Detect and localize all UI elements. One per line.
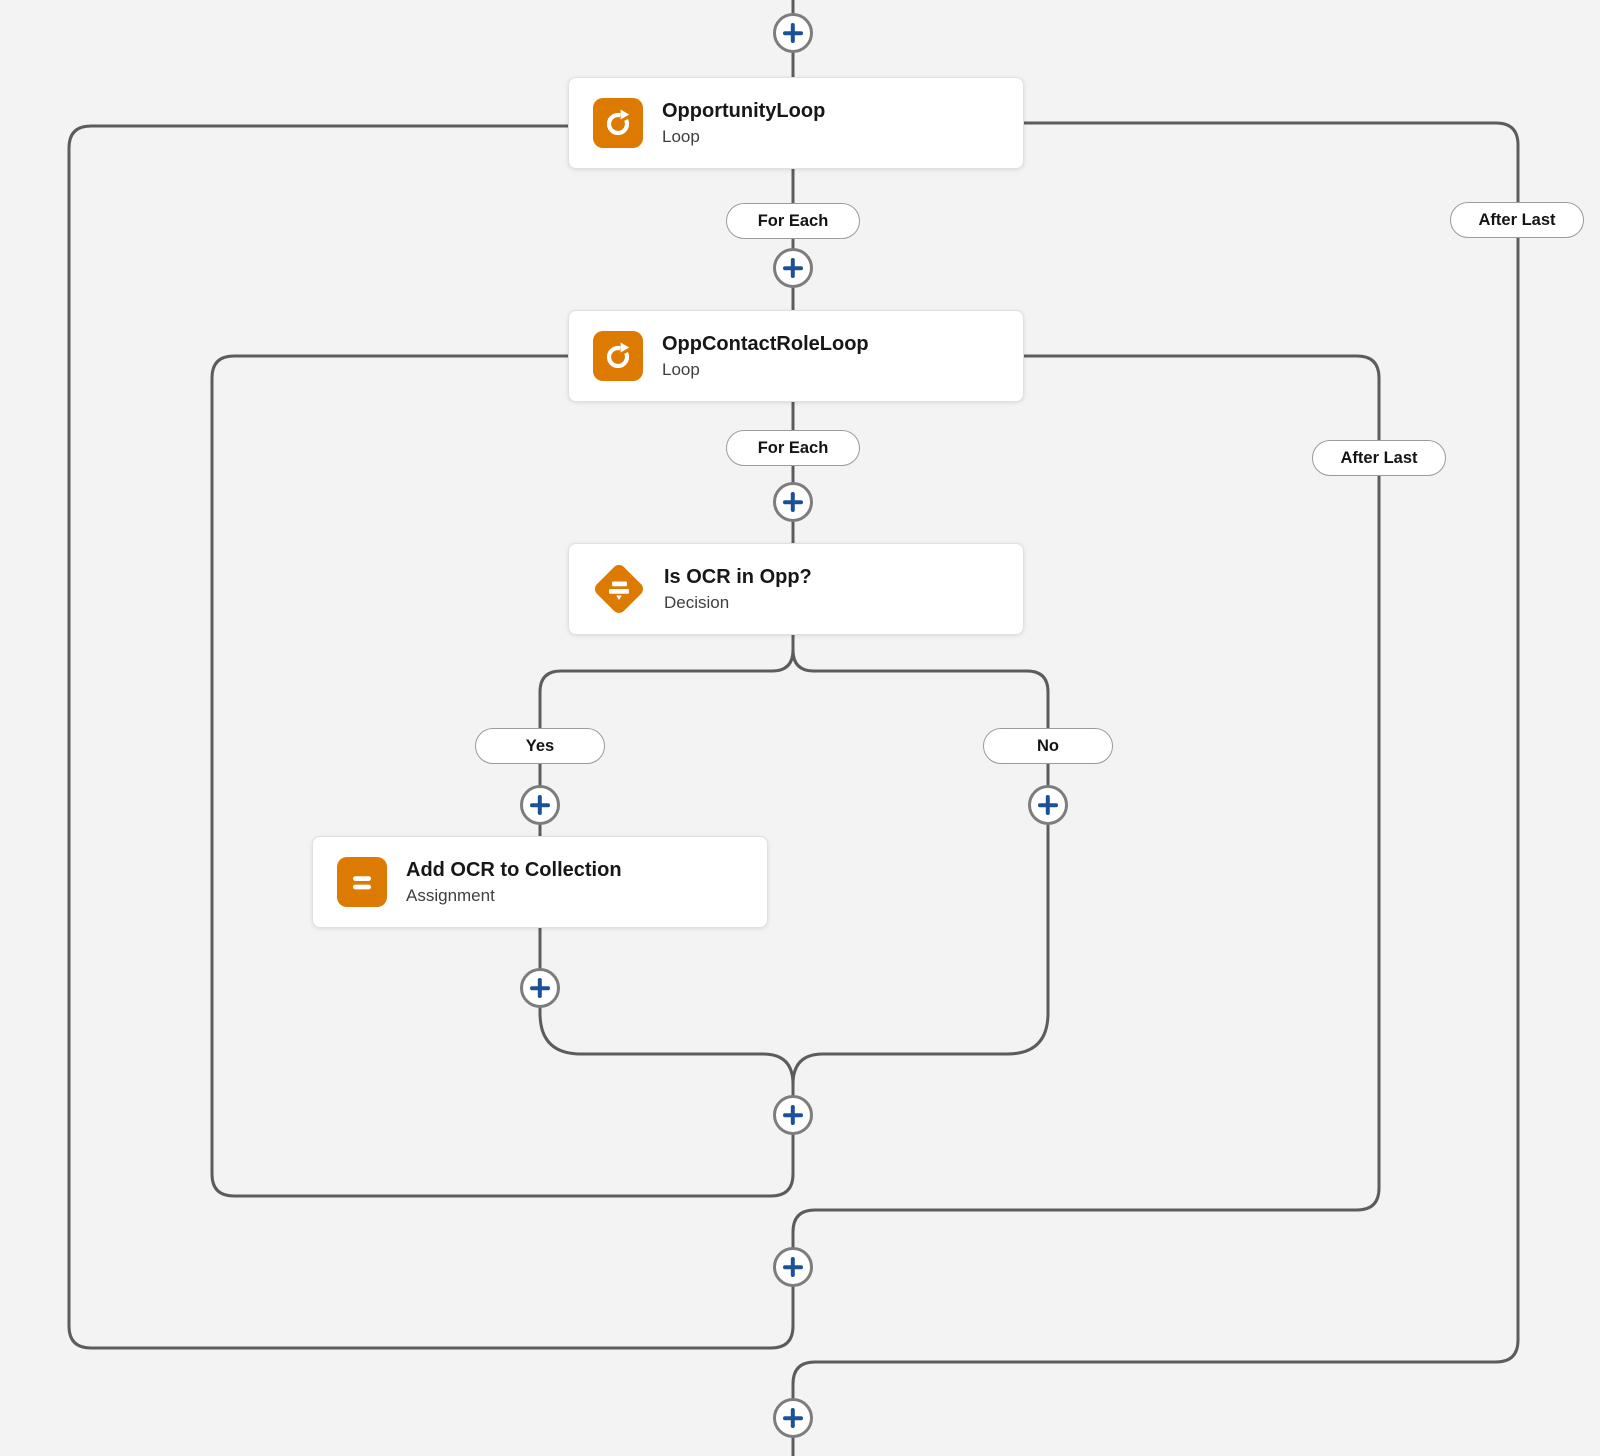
badge-for-each-outer: For Each	[726, 203, 860, 239]
add-element-button[interactable]	[520, 968, 560, 1008]
flow-node-opportunityloop[interactable]: OpportunityLoop Loop	[568, 77, 1024, 169]
connector-branch-yes	[538, 631, 795, 840]
add-element-button[interactable]	[1028, 785, 1068, 825]
node-type-label: Decision	[664, 592, 730, 612]
badge-after-last-outer: After Last	[1450, 202, 1584, 238]
node-title: Is OCR in Opp?	[664, 565, 812, 588]
assignment-icon	[337, 857, 387, 907]
badge-outcome-yes: Yes	[475, 728, 605, 764]
flow-node-oppcontactroleloop[interactable]: OppContactRoleLoop Loop	[568, 310, 1024, 402]
add-element-button[interactable]	[520, 785, 560, 825]
add-element-button[interactable]	[773, 1095, 813, 1135]
connector-yes-merge	[538, 924, 795, 1086]
node-title: Add OCR to Collection	[406, 858, 622, 881]
loop-icon	[593, 331, 643, 381]
connector-outer-afterlast	[791, 121, 1520, 1456]
node-title: OpportunityLoop	[662, 99, 826, 122]
connector-inner-loopback	[210, 354, 795, 1198]
flow-node-add-ocr-to-collection[interactable]: Add OCR to Collection Assignment	[312, 836, 768, 928]
connector-outer-loopback	[67, 124, 795, 1350]
decision-icon	[592, 562, 646, 616]
node-type-label: Assignment	[406, 885, 495, 905]
badge-outcome-no: No	[983, 728, 1113, 764]
badge-for-each-inner: For Each	[726, 430, 860, 466]
badge-after-last-inner: After Last	[1312, 440, 1446, 476]
node-type-label: Loop	[662, 359, 700, 379]
add-element-button[interactable]	[773, 13, 813, 53]
node-title: OppContactRoleLoop	[662, 332, 869, 355]
add-element-button[interactable]	[773, 482, 813, 522]
connector-inner-afterlast	[791, 354, 1381, 1328]
loop-icon	[593, 98, 643, 148]
add-element-button[interactable]	[773, 248, 813, 288]
connector-branch-no	[791, 631, 1050, 1086]
add-element-button[interactable]	[773, 1398, 813, 1438]
add-element-button[interactable]	[773, 1247, 813, 1287]
flow-node-is-ocr-in-opp[interactable]: Is OCR in Opp? Decision	[568, 543, 1024, 635]
node-type-label: Loop	[662, 126, 700, 146]
